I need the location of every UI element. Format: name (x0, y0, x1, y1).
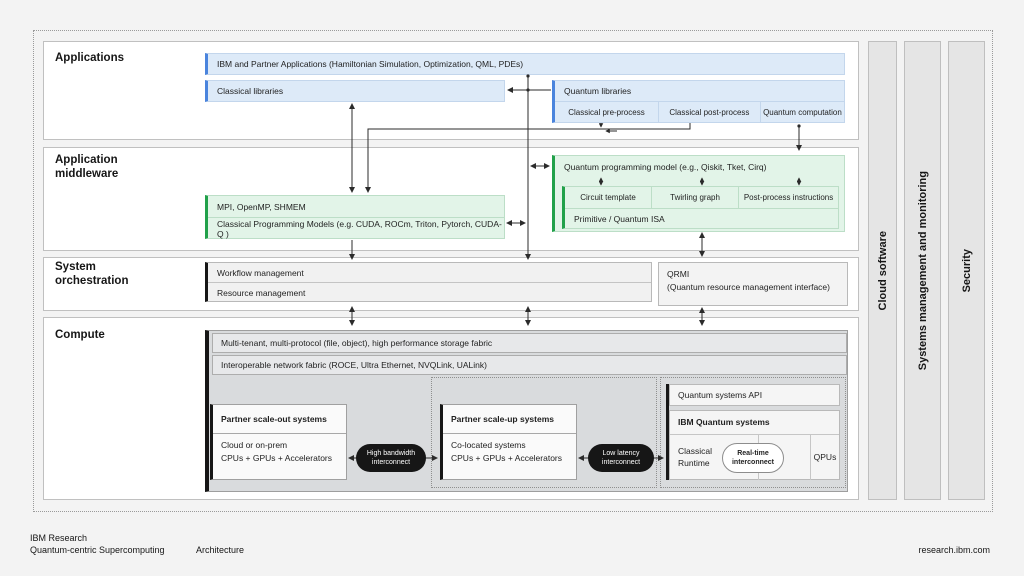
scale-up-dotted-container (431, 377, 657, 488)
scale-up-line2: CPUs + GPUs + Accelerators (451, 453, 563, 464)
scale-up-line1: Co-located systems (451, 440, 526, 450)
node-partner-scale-up-systems: Partner scale-up systems Co-located syst… (440, 404, 577, 480)
node-quantum-systems-api: Quantum systems API (669, 384, 840, 406)
scale-out-line2: CPUs + GPUs + Accelerators (221, 453, 333, 464)
quantum-stack-accent-bar (666, 384, 669, 480)
node-label: Classical libraries (217, 86, 284, 96)
footer-brand-line1: IBM Research (30, 533, 88, 543)
node-orchestration-managers: Workflow management Resource management (205, 262, 652, 302)
footer-site-link: research.ibm.com (918, 545, 990, 555)
bar-systems-management: Systems management and monitoring (904, 41, 941, 500)
footer-brand: IBM Research Quantum-centric Supercomput… (30, 532, 165, 556)
node-twirling-graph: Twirling graph (651, 187, 738, 208)
quantum-dotted-container (660, 377, 846, 488)
label-applications: Applications (55, 52, 125, 64)
node-qrmi: QRMI (Quantum resource management interf… (658, 262, 848, 306)
label-compute: Compute (55, 329, 105, 341)
scale-out-title: Partner scale-out systems (213, 405, 346, 434)
node-primitive-quantum-isa: Primitive / Quantum ISA (574, 213, 665, 224)
qrmi-line1: QRMI (667, 269, 690, 279)
footer-brand-line2: Quantum-centric Supercomputing (30, 545, 165, 556)
quantum-libraries-title: Quantum libraries (564, 86, 632, 96)
node-classical-middleware: MPI, OpenMP, SHMEM Classical Programming… (205, 195, 505, 239)
pill-low-latency-interconnect: Low latency interconnect (588, 444, 654, 472)
scale-out-line1: Cloud or on-prem (221, 440, 288, 450)
scale-up-title: Partner scale-up systems (443, 405, 576, 434)
node-ibm-partner-applications: IBM and Partner Applications (Hamiltonia… (205, 53, 845, 75)
node-resource-management: Resource management (217, 287, 306, 298)
bar-cloud-software: Cloud software (868, 41, 897, 500)
footer-doc-label: Architecture (196, 545, 245, 555)
node-workflow-management: Workflow management (208, 263, 651, 283)
node-classical-libraries: Classical libraries (205, 80, 505, 102)
node-label: IBM and Partner Applications (Hamiltonia… (217, 59, 524, 69)
label-application-middleware: Application middleware (55, 154, 119, 181)
node-storage-fabric: Multi-tenant, multi-protocol (file, obje… (212, 333, 847, 353)
node-classical-programming-models: Classical Programming Models (e.g. CUDA,… (217, 218, 502, 239)
label-system-orchestration: System orchestration (55, 261, 129, 288)
pill-high-bandwidth-interconnect: High bandwidth interconnect (356, 444, 426, 472)
outer-frame (33, 30, 993, 512)
node-qpus: QPUs (810, 435, 839, 480)
node-mpi-openmp-shmem: MPI, OpenMP, SHMEM (208, 196, 504, 218)
node-network-fabric: Interoperable network fabric (ROCE, Ultr… (212, 355, 847, 375)
qrmi-line2: (Quantum resource management interface) (667, 281, 830, 292)
node-post-process-instructions: Post-process instructions (738, 187, 838, 208)
node-circuit-template: Circuit template (580, 193, 636, 202)
ibm-quantum-systems-title: IBM Quantum systems (670, 411, 839, 435)
pill-real-time-interconnect: Real-time interconnect (722, 443, 784, 473)
node-classical-post-process: Classical post-process (657, 102, 760, 123)
node-quantum-programming-model: Quantum programming model (e.g., Qiskit,… (552, 155, 845, 232)
node-quantum-computation: Quantum computation (759, 102, 844, 123)
qpm-inner-box: Circuit template Twirling graph Post-pro… (562, 186, 839, 229)
node-classical-runtime: Classical Runtime (678, 446, 713, 468)
bar-security: Security (948, 41, 985, 500)
node-quantum-libraries: Quantum libraries Classical pre-process … (552, 80, 845, 123)
node-partner-scale-out-systems: Partner scale-out systems Cloud or on-pr… (210, 404, 347, 480)
node-classical-pre-process: Classical pre-process (568, 108, 645, 117)
qpm-title: Quantum programming model (e.g., Qiskit,… (564, 162, 767, 172)
